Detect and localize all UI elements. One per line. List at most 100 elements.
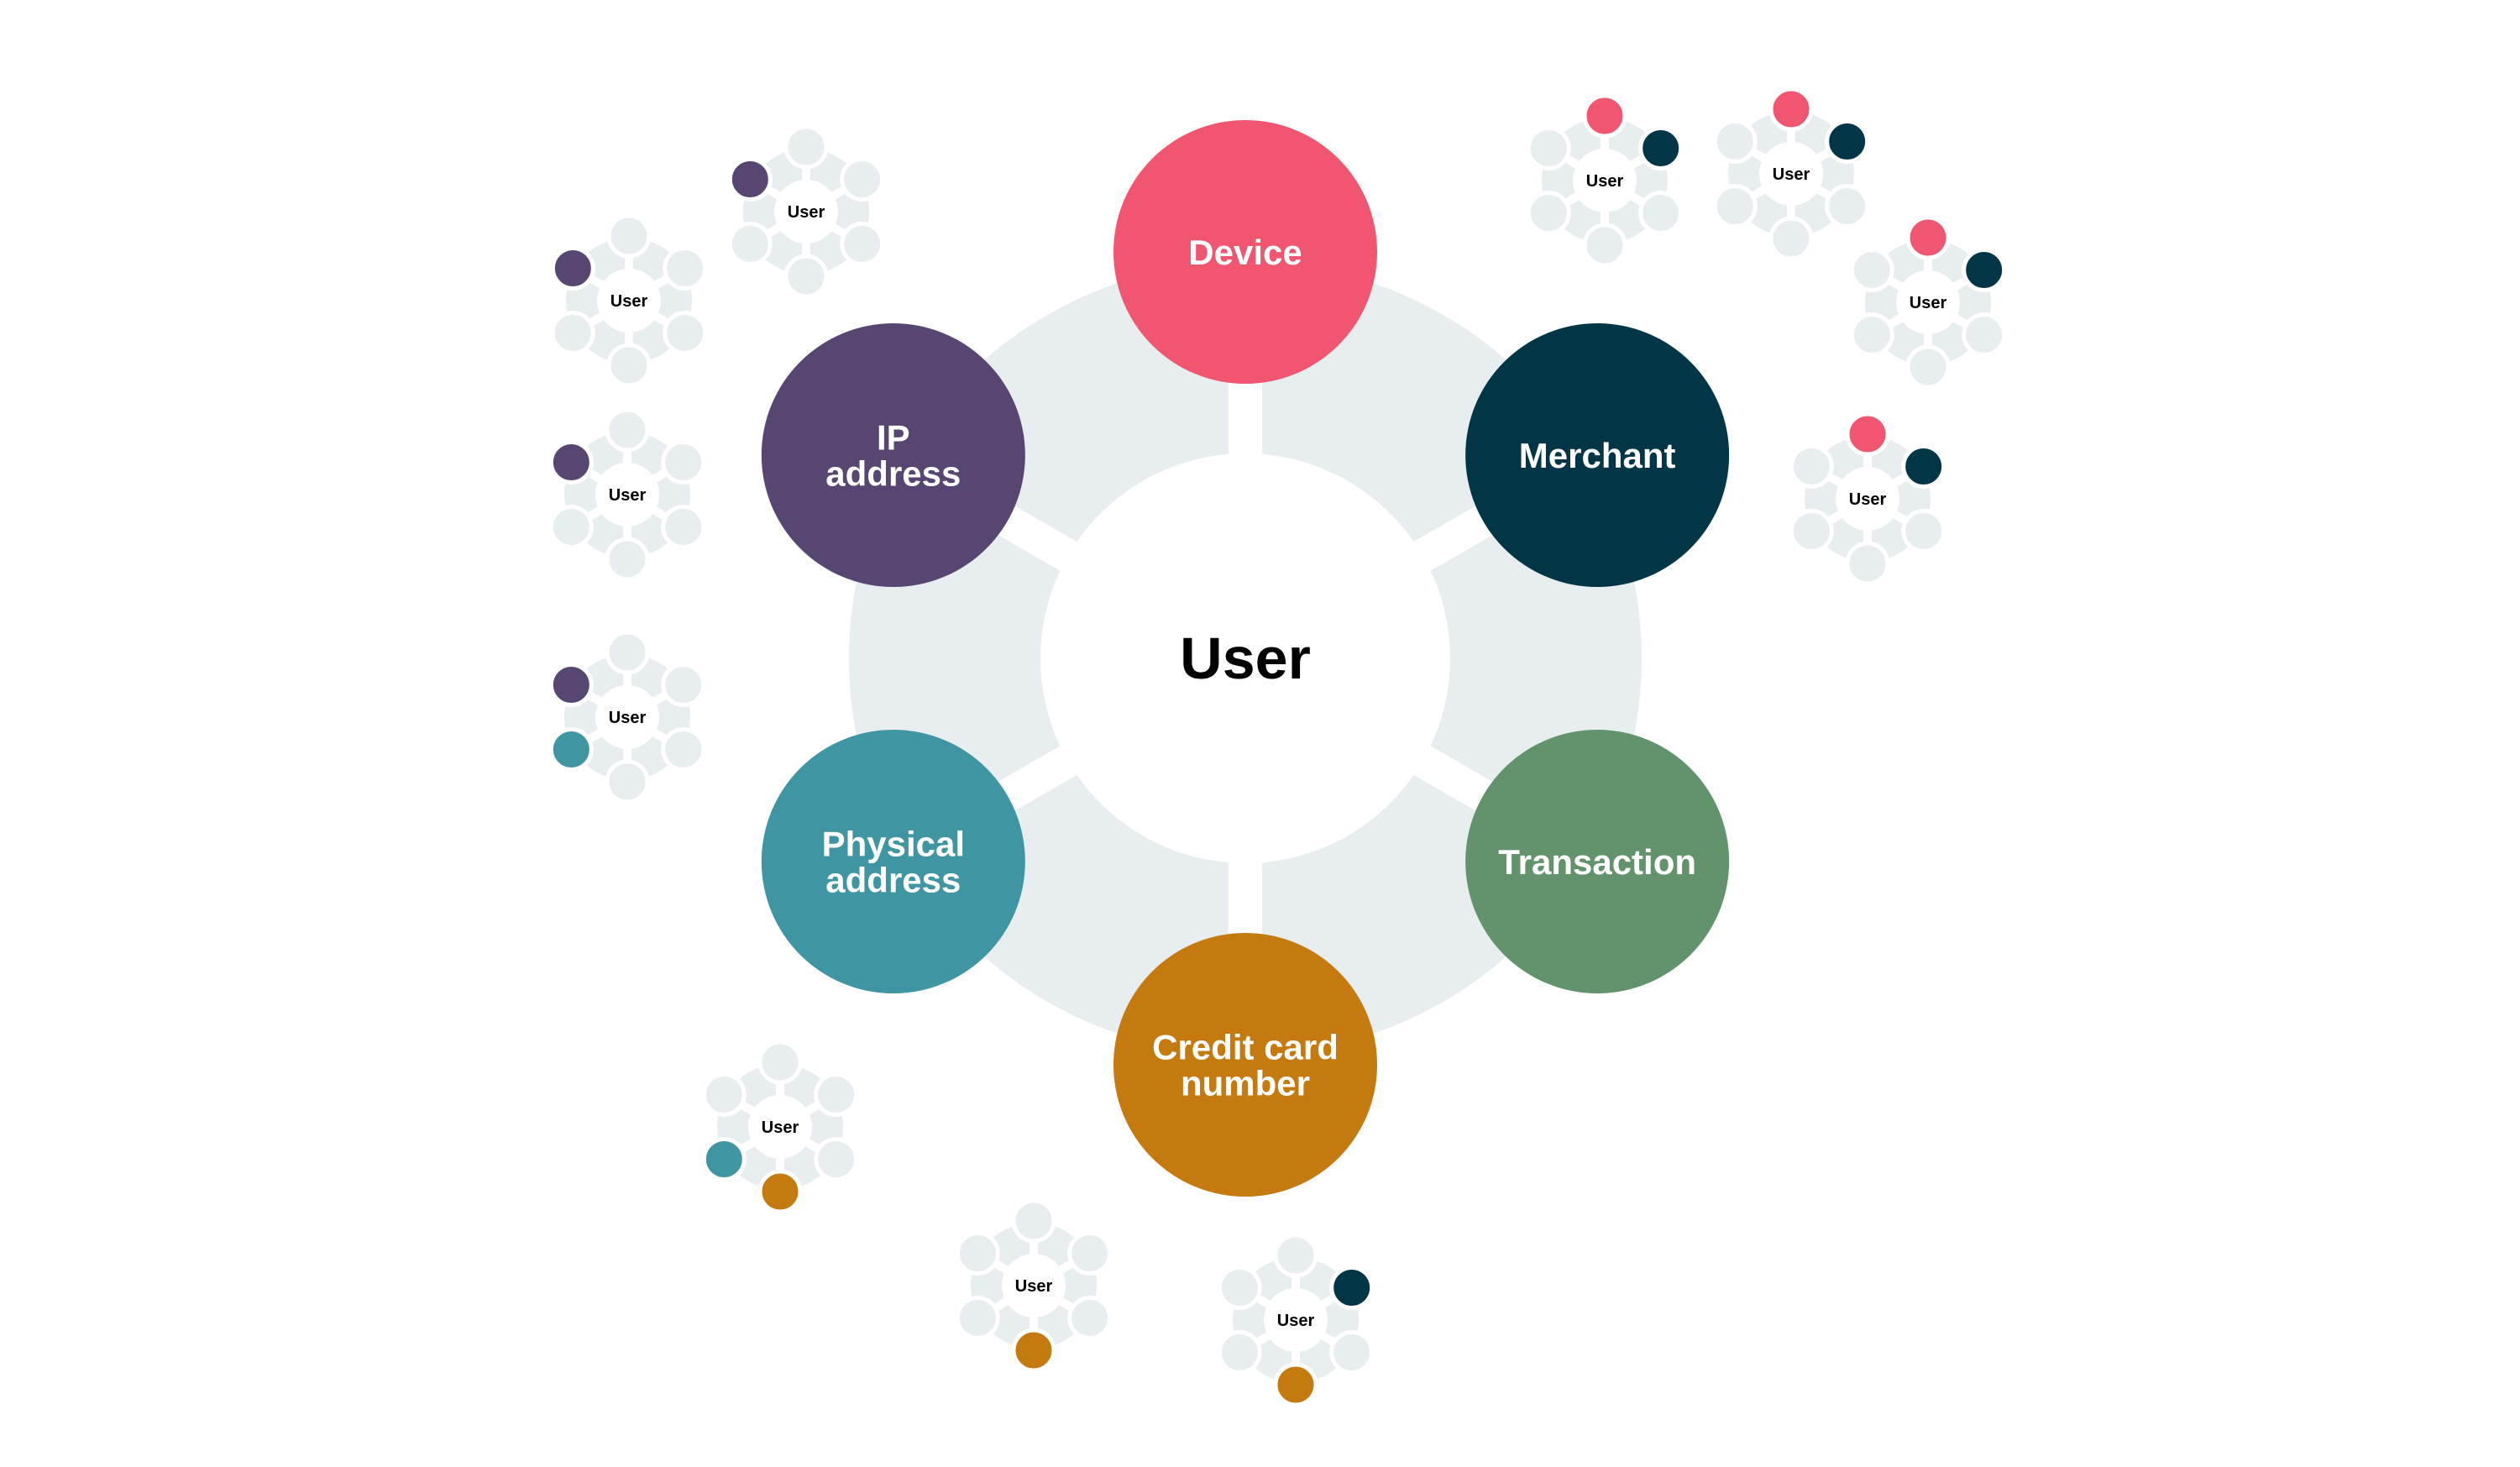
- cluster-node[interactable]: [1962, 312, 2007, 357]
- cluster-node-credit-card-number[interactable]: [757, 1169, 803, 1214]
- cluster-user-label: User: [1277, 1312, 1315, 1330]
- cluster-node[interactable]: [1712, 184, 1758, 228]
- node-physical-address[interactable]: [761, 730, 1025, 993]
- cluster-node[interactable]: [1901, 509, 1946, 553]
- cluster-center: [1836, 467, 1899, 531]
- cluster-node[interactable]: [663, 246, 708, 291]
- cluster-user-label: User: [1015, 1277, 1053, 1296]
- cluster-node-device[interactable]: [1768, 86, 1814, 132]
- cluster-node[interactable]: [1067, 1231, 1113, 1276]
- cluster-node[interactable]: [1789, 444, 1834, 489]
- cluster-node[interactable]: [757, 1040, 803, 1085]
- user-cluster[interactable]: User: [550, 213, 708, 388]
- node-ip-address[interactable]: [761, 323, 1025, 587]
- cluster-node[interactable]: [605, 407, 650, 453]
- cluster-node[interactable]: [727, 222, 773, 266]
- cluster-node[interactable]: [840, 157, 885, 202]
- cluster-node-merchant[interactable]: [1825, 119, 1870, 164]
- cluster-node[interactable]: [661, 663, 706, 707]
- node-merchant[interactable]: [1465, 323, 1730, 587]
- cluster-node-physical-address[interactable]: [548, 727, 594, 772]
- cluster-node[interactable]: [701, 1072, 747, 1117]
- cluster-node[interactable]: [1526, 191, 1571, 235]
- cluster-node[interactable]: [606, 213, 652, 259]
- cluster-node[interactable]: [548, 505, 594, 549]
- cluster-node[interactable]: [1768, 216, 1814, 261]
- node-label-credit-card-number: Credit card: [1152, 1028, 1339, 1067]
- cluster-node[interactable]: [1582, 223, 1627, 268]
- cluster-node[interactable]: [1849, 312, 1894, 357]
- node-label-ip-address: address: [825, 454, 961, 494]
- cluster-node-merchant[interactable]: [1901, 444, 1946, 489]
- cluster-node[interactable]: [550, 311, 595, 355]
- node-label-credit-card-number: number: [1181, 1064, 1310, 1103]
- user-cluster[interactable]: User: [548, 630, 706, 804]
- user-cluster[interactable]: User: [701, 1040, 859, 1214]
- user-cluster[interactable]: User: [1217, 1233, 1375, 1407]
- cluster-node[interactable]: [1825, 184, 1870, 228]
- cluster-node[interactable]: [1217, 1330, 1262, 1375]
- cluster-node-device[interactable]: [1845, 411, 1890, 457]
- cluster-node[interactable]: [663, 311, 708, 355]
- cluster-node[interactable]: [1845, 541, 1890, 586]
- cluster-node-ip-address[interactable]: [548, 440, 594, 485]
- cluster-node[interactable]: [605, 630, 650, 675]
- cluster-user-label: User: [762, 1119, 799, 1137]
- user-cluster[interactable]: User: [955, 1198, 1113, 1373]
- cluster-node[interactable]: [661, 727, 706, 772]
- cluster-node-credit-card-number[interactable]: [1011, 1328, 1056, 1373]
- node-device[interactable]: [1113, 120, 1377, 384]
- cluster-node[interactable]: [1905, 344, 1951, 390]
- cluster-node-merchant[interactable]: [1329, 1265, 1375, 1310]
- cluster-node[interactable]: [605, 537, 650, 582]
- cluster-node[interactable]: [1217, 1265, 1262, 1310]
- cluster-node[interactable]: [1789, 509, 1834, 553]
- cluster-node[interactable]: [1849, 248, 1894, 292]
- cluster-node[interactable]: [1067, 1296, 1113, 1340]
- cluster-node[interactable]: [606, 343, 652, 388]
- user-cluster[interactable]: User: [548, 407, 706, 582]
- cluster-node[interactable]: [1526, 126, 1571, 170]
- node-transaction[interactable]: [1465, 730, 1730, 993]
- cluster-user-label: User: [788, 203, 825, 222]
- cluster-node[interactable]: [955, 1231, 1000, 1276]
- user-cluster[interactable]: User: [1789, 411, 1946, 586]
- cluster-node-device[interactable]: [1905, 215, 1951, 260]
- cluster-node-ip-address[interactable]: [548, 663, 594, 707]
- cluster-node[interactable]: [1329, 1330, 1375, 1375]
- node-label-merchant: Merchant: [1519, 436, 1676, 475]
- node-label-transaction: Transaction: [1498, 842, 1696, 882]
- cluster-center: [1002, 1254, 1066, 1318]
- node-credit-card-number[interactable]: [1113, 933, 1377, 1197]
- cluster-node[interactable]: [1712, 119, 1758, 164]
- main-center: [1040, 453, 1450, 863]
- cluster-node[interactable]: [1638, 191, 1684, 235]
- cluster-node-physical-address[interactable]: [701, 1137, 747, 1181]
- cluster-node[interactable]: [605, 759, 650, 804]
- cluster-node[interactable]: [661, 440, 706, 485]
- user-cluster[interactable]: User: [1526, 93, 1684, 268]
- cluster-user-label: User: [1773, 165, 1810, 184]
- cluster-node-ip-address[interactable]: [727, 157, 773, 202]
- cluster-node[interactable]: [661, 505, 706, 549]
- cluster-node[interactable]: [840, 222, 885, 266]
- cluster-node[interactable]: [1273, 1233, 1318, 1278]
- cluster-node-ip-address[interactable]: [550, 246, 595, 291]
- cluster-node-device[interactable]: [1582, 93, 1627, 139]
- cluster-node-credit-card-number[interactable]: [1273, 1362, 1318, 1407]
- cluster-node[interactable]: [814, 1072, 859, 1117]
- user-cluster[interactable]: User: [1712, 86, 1870, 261]
- user-cluster[interactable]: User: [1849, 215, 2007, 390]
- node-label-device: Device: [1188, 233, 1302, 272]
- cluster-node[interactable]: [814, 1137, 859, 1181]
- user-cluster[interactable]: User: [727, 124, 885, 299]
- cluster-user-label: User: [609, 709, 647, 727]
- cluster-user-label: User: [1910, 294, 1947, 312]
- cluster-node[interactable]: [783, 124, 829, 170]
- cluster-center: [1264, 1288, 1328, 1352]
- cluster-node[interactable]: [1011, 1198, 1056, 1244]
- cluster-node[interactable]: [783, 254, 829, 299]
- cluster-node[interactable]: [955, 1296, 1000, 1340]
- cluster-node-merchant[interactable]: [1962, 248, 2007, 292]
- cluster-node-merchant[interactable]: [1638, 126, 1684, 170]
